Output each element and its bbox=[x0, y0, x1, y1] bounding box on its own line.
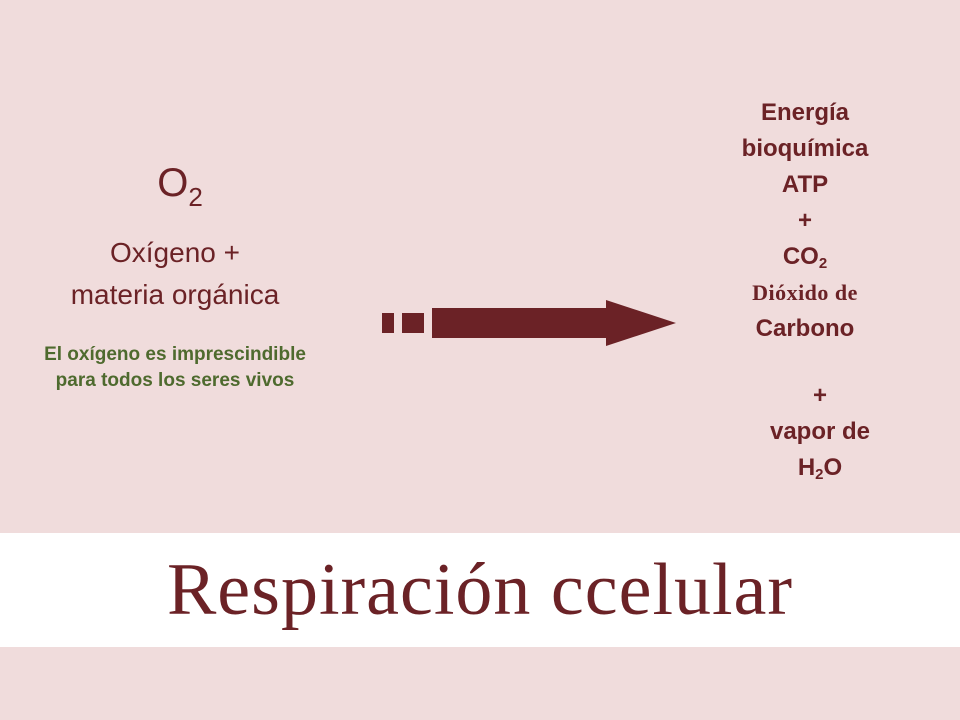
oxygen-formula-main: O bbox=[157, 161, 189, 205]
energy-line-1: Energía bbox=[760, 99, 850, 126]
reactants-line-2: materia orgánica bbox=[70, 279, 280, 310]
reactants-text: Oxígeno + materia orgánica bbox=[20, 232, 330, 316]
reactants-line-1: Oxígeno + bbox=[110, 237, 240, 268]
plus-sign-2: + bbox=[812, 382, 827, 409]
oxygen-formula-subscript: 2 bbox=[188, 182, 203, 212]
water-product-text: + vapor de H2O bbox=[730, 378, 910, 486]
co2-name-line-1: Dióxido de bbox=[752, 280, 858, 305]
products-text: Energía bioquímica ATP + CO2 Dióxido de … bbox=[690, 95, 920, 347]
water-formula-h: H bbox=[797, 454, 816, 481]
co2-name-line-2: Carbono bbox=[755, 315, 855, 342]
water-formula-subscript: 2 bbox=[815, 466, 824, 483]
right-arrow-icon bbox=[382, 300, 676, 346]
energy-line-2: bioquímica bbox=[741, 135, 869, 162]
co2-formula: CO2 bbox=[690, 239, 920, 275]
atp-label: ATP bbox=[781, 171, 829, 198]
oxygen-formula: O2 bbox=[120, 158, 240, 210]
co2-formula-subscript: 2 bbox=[818, 255, 828, 272]
page-title: Respiración ccelular bbox=[166, 549, 794, 631]
title-band bbox=[0, 533, 960, 647]
co2-formula-main: CO bbox=[782, 243, 819, 270]
oxygen-note: El oxígeno es imprescindible para todos … bbox=[44, 344, 306, 391]
plus-sign: + bbox=[797, 207, 812, 234]
water-formula-o: O bbox=[823, 454, 843, 481]
water-formula: H2O bbox=[730, 450, 910, 486]
water-line: vapor de bbox=[769, 418, 871, 445]
